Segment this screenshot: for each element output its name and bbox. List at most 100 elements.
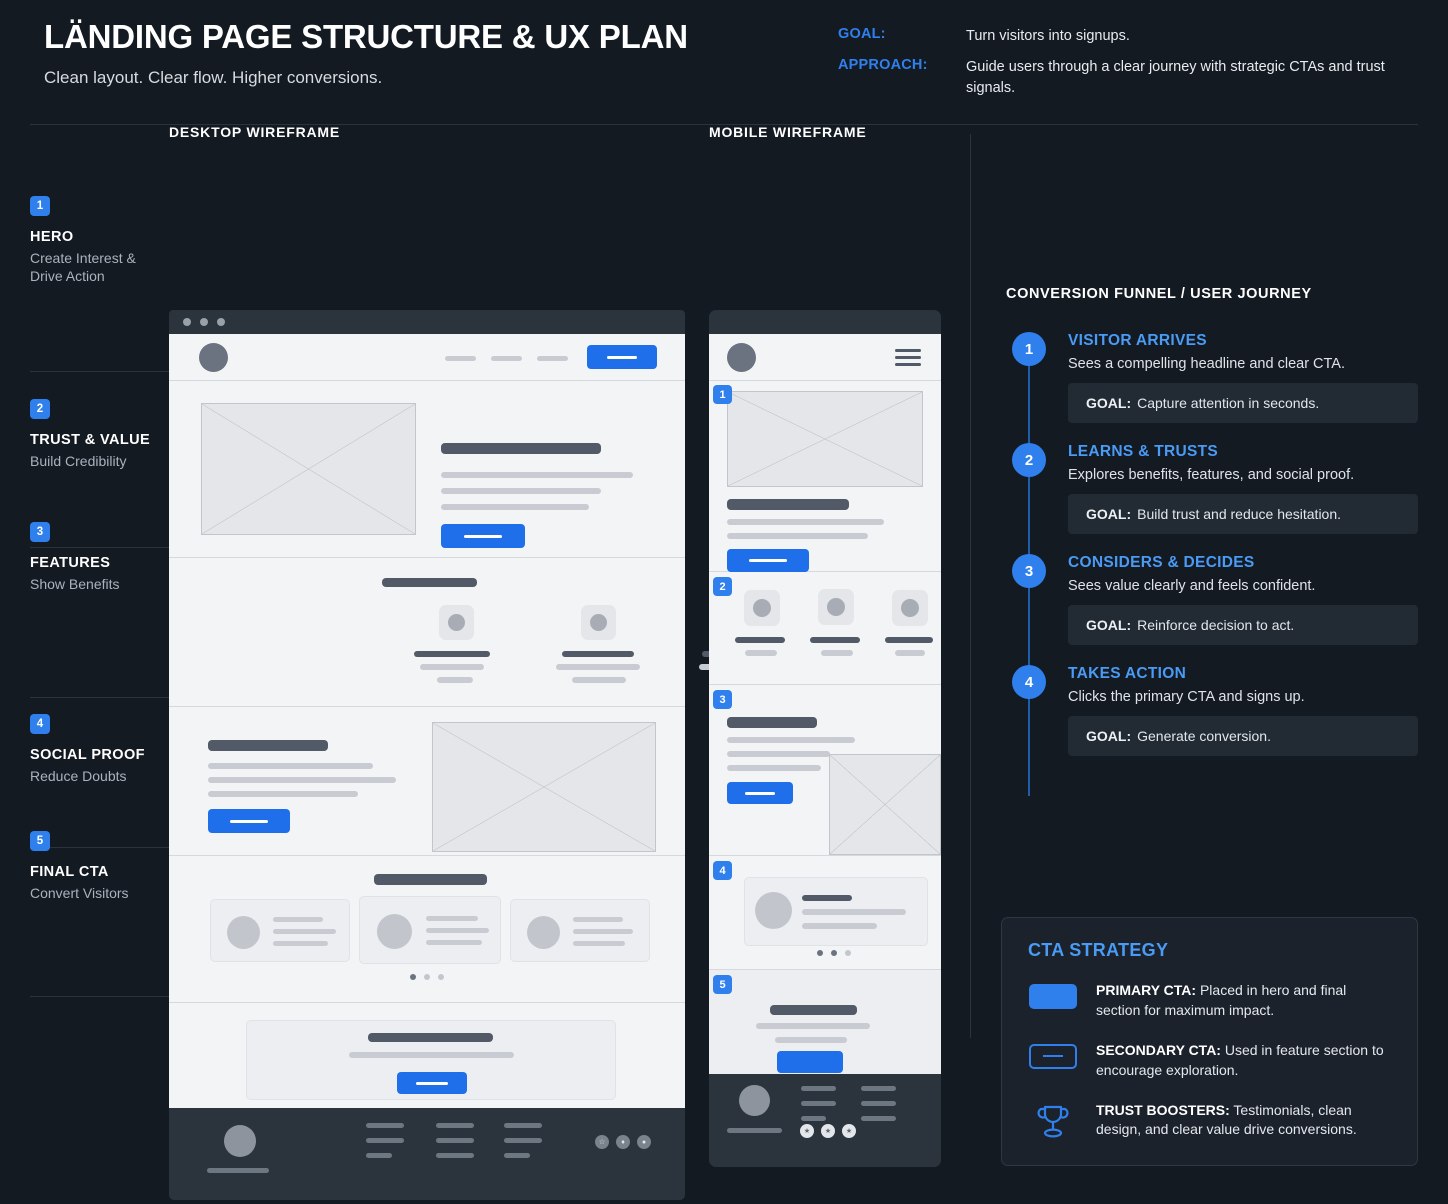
- mobile-features-body-3: [727, 765, 821, 771]
- funnel-step-3-goal-text: Reinforce decision to act.: [1137, 617, 1295, 633]
- footer-col3-link2[interactable]: [504, 1153, 530, 1158]
- mobile-section-divider-3: [709, 855, 941, 856]
- footer-col2-link2[interactable]: [436, 1153, 474, 1158]
- testimonial-line-2b: [426, 928, 489, 933]
- final-cta-body-bar: [349, 1052, 514, 1058]
- desktop-section-divider-3: [169, 855, 685, 856]
- section-badge-4: 4: [30, 714, 50, 734]
- mobile-footer-col2-l2[interactable]: [861, 1116, 896, 1121]
- trophy-icon-wrap: [1028, 1101, 1078, 1138]
- mobile-trust-icon-2: [827, 598, 845, 616]
- nav-link-3[interactable]: [537, 356, 568, 361]
- funnel-step-1-goal-text: Capture attention in seconds.: [1137, 395, 1320, 411]
- rail-divider-1: [30, 371, 170, 372]
- carousel-dot-3[interactable]: [438, 974, 444, 980]
- mobile-hero-headline: [727, 499, 849, 510]
- mobile-section-divider-2: [709, 684, 941, 685]
- carousel-dot-1[interactable]: [410, 974, 416, 980]
- mobile-final-cta-button[interactable]: [777, 1051, 843, 1073]
- trust-boosters-text: TRUST BOOSTERS: Testimonials, clean desi…: [1096, 1101, 1391, 1141]
- social-icon-instagram[interactable]: ●: [637, 1135, 651, 1149]
- trust-body-bar-1b: [437, 677, 473, 683]
- mobile-hero-image: [727, 391, 923, 487]
- mobile-final-body-2: [775, 1037, 847, 1043]
- mobile-trust-sub-2: [821, 650, 853, 656]
- nav-link-2[interactable]: [491, 356, 522, 361]
- mobile-footer-col2-l1[interactable]: [861, 1101, 896, 1106]
- mobile-trust-tile-1: [744, 590, 780, 626]
- mobile-social-proof-section: 4: [709, 856, 941, 969]
- hero-body-bar-2: [441, 488, 601, 494]
- nav-link-1[interactable]: [445, 356, 476, 361]
- hamburger-menu-icon[interactable]: [895, 345, 921, 370]
- footer-col2-link1[interactable]: [436, 1138, 474, 1143]
- mobile-features-headline: [727, 717, 817, 728]
- window-dot-minimize[interactable]: [200, 318, 208, 326]
- mobile-features-body-1: [727, 737, 855, 743]
- carousel-dots-mobile[interactable]: [817, 950, 851, 956]
- mobile-hero-cta[interactable]: [727, 549, 809, 572]
- footer-tagline-bar: [207, 1168, 269, 1173]
- mobile-carousel-dot-3[interactable]: [845, 950, 851, 956]
- conversion-funnel: CONVERSION FUNNEL / USER JOURNEY 1 VISIT…: [1006, 286, 1418, 796]
- social-icon-twitter[interactable]: ☆: [595, 1135, 609, 1149]
- trust-label-bar-1: [414, 651, 490, 657]
- section-title-3: FEATURES: [30, 555, 111, 571]
- window-dot-maximize[interactable]: [217, 318, 225, 326]
- mobile-final-body-1: [756, 1023, 870, 1029]
- mobile-section-divider-1: [709, 571, 941, 572]
- page-subtitle: Clean layout. Clear flow. Higher convers…: [44, 67, 383, 87]
- trust-body-bar-2b: [572, 677, 626, 683]
- final-cta-button[interactable]: [397, 1072, 467, 1094]
- footer-col3-link1[interactable]: [504, 1138, 542, 1143]
- mobile-badge-2: 2: [713, 577, 732, 596]
- footer-col1-link1[interactable]: [366, 1138, 404, 1143]
- secondary-cta-swatch-wrap: [1028, 1041, 1078, 1069]
- hero-image-placeholder: [201, 403, 416, 535]
- mobile-testimonial-card: [744, 877, 928, 946]
- footer-col3-title: [504, 1123, 542, 1128]
- footer-col2-title: [436, 1123, 474, 1128]
- mobile-features-cta-label: [745, 791, 775, 795]
- secondary-cta-text: SECONDARY CTA: Used in feature section t…: [1096, 1041, 1391, 1081]
- mobile-carousel-dot-1[interactable]: [817, 950, 823, 956]
- funnel-step-3-title: CONSIDERS & DECIDES: [1068, 554, 1255, 571]
- section-sub-2: Build Credibility: [30, 453, 127, 469]
- mobile-social-icon-facebook[interactable]: ★: [821, 1124, 835, 1138]
- carousel-dots-desktop[interactable]: [410, 974, 444, 980]
- funnel-steps: 1 VISITOR ARRIVES Sees a compelling head…: [1006, 332, 1418, 796]
- mobile-social-icon-twitter[interactable]: ★: [800, 1124, 814, 1138]
- rail-item-final-cta: 5 FINAL CTA Convert Visitors: [30, 831, 170, 902]
- hero-cta-button[interactable]: [441, 524, 525, 548]
- approach-row: APPROACH: Guide users through a clear jo…: [838, 57, 1408, 99]
- nav-cta-button[interactable]: [587, 345, 657, 369]
- desktop-section-divider-2: [169, 706, 685, 707]
- mobile-hero-cta-label: [749, 559, 787, 562]
- mobile-footer-col1-l2[interactable]: [801, 1116, 826, 1121]
- approach-value: Guide users through a clear journey with…: [966, 59, 1385, 97]
- mobile-social-icon-instagram[interactable]: ★: [842, 1124, 856, 1138]
- testimonial-line-1a: [273, 917, 323, 922]
- hero-body-bar-1: [441, 472, 633, 478]
- final-cta-label-bar: [416, 1081, 448, 1085]
- funnel-step-3-goalbox: GOAL:Reinforce decision to act.: [1068, 605, 1418, 645]
- cta-strategy-item-trust: TRUST BOOSTERS: Testimonials, clean desi…: [1028, 1101, 1391, 1141]
- carousel-dot-2[interactable]: [424, 974, 430, 980]
- desktop-final-cta-section: [169, 1003, 685, 1108]
- mobile-carousel-dot-2[interactable]: [831, 950, 837, 956]
- footer-col1-link2[interactable]: [366, 1153, 392, 1158]
- desktop-section-divider-1: [169, 557, 685, 558]
- features-image-placeholder: [432, 722, 656, 852]
- mobile-footer-col1-l1[interactable]: [801, 1101, 836, 1106]
- desktop-features-section: [169, 707, 685, 855]
- mobile-features-cta[interactable]: [727, 782, 793, 804]
- features-cta-button[interactable]: [208, 809, 290, 833]
- funnel-step-3-desc: Sees value clearly and feels confident.: [1068, 578, 1316, 594]
- window-dot-close[interactable]: [183, 318, 191, 326]
- trust-body-bar-2a: [556, 664, 640, 670]
- section-title-2: TRUST & VALUE: [30, 432, 151, 448]
- trust-heading-bar: [382, 578, 477, 587]
- social-icon-facebook[interactable]: ♦: [616, 1135, 630, 1149]
- cta-strategy-item-primary: PRIMARY CTA: Placed in hero and final se…: [1028, 981, 1391, 1021]
- desktop-social-proof-section: [169, 856, 685, 1002]
